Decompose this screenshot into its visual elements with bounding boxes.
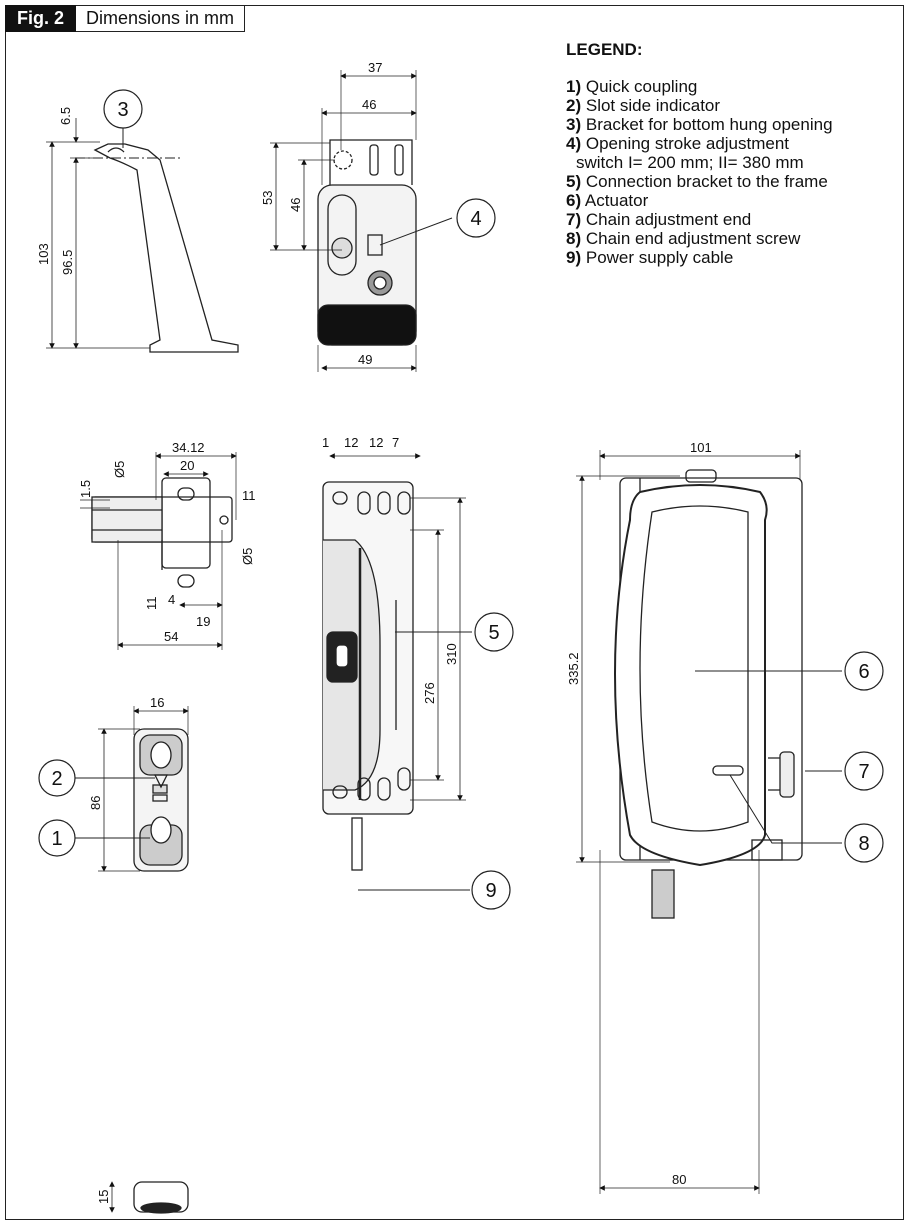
figure-header: Fig. 2 Dimensions in mm: [5, 5, 246, 32]
legend: LEGEND: 1) Quick coupling 2) Slot side i…: [566, 40, 896, 267]
dim-label: 11: [242, 488, 256, 503]
dim-label: 7: [392, 435, 399, 450]
dim-label: 20: [180, 458, 194, 473]
connection-bracket-view: [322, 453, 466, 871]
callout-5: 5: [474, 612, 514, 652]
legend-item: 6) Actuator: [566, 191, 649, 210]
legend-item: 8) Chain end adjustment screw: [566, 229, 801, 248]
dim-label: 12: [369, 435, 383, 450]
dim-label: 6.5: [58, 107, 73, 125]
figure-frame: [5, 5, 904, 1220]
callout-7: 7: [844, 751, 884, 791]
svg-text:8: 8: [858, 833, 869, 855]
dim-label: Ø5: [240, 548, 255, 565]
dim-label: 335.2: [566, 652, 581, 685]
legend-item: 9) Power supply cable: [566, 248, 734, 267]
dim-label: 1: [322, 435, 329, 450]
dim-label: 103: [36, 243, 51, 265]
svg-text:9: 9: [485, 880, 496, 902]
dim-label: 46: [288, 198, 303, 212]
svg-text:4: 4: [470, 208, 481, 230]
figure-title: Dimensions in mm: [76, 5, 246, 32]
actuator-front-view: [576, 450, 803, 1194]
bracket-side-view: [46, 118, 239, 353]
dim-label: 276: [422, 682, 437, 704]
dim-label: 101: [690, 440, 712, 455]
dim-label: 15: [96, 1190, 111, 1204]
legend-items: 1) Quick coupling 2) Slot side indicator…: [566, 77, 896, 267]
dim-label: 4: [168, 592, 175, 607]
dim-label: 11: [144, 597, 159, 611]
svg-text:7: 7: [858, 761, 869, 783]
legend-title: LEGEND:: [566, 40, 643, 59]
legend-item: 7) Chain adjustment end: [566, 210, 752, 229]
dim-label: Ø5: [112, 461, 127, 478]
dim-label: 46: [362, 97, 376, 112]
legend-item: 5) Connection bracket to the frame: [566, 172, 828, 191]
svg-text:6: 6: [858, 661, 869, 683]
callout-2: 2: [38, 759, 76, 797]
actuator-top-view: [270, 70, 417, 372]
dim-label: 16: [150, 695, 164, 710]
dim-label: 37: [368, 60, 382, 75]
callout-1: 1: [38, 819, 76, 857]
legend-item: 2) Slot side indicator: [566, 96, 721, 115]
callout-8: 8: [844, 823, 884, 863]
svg-text:5: 5: [488, 622, 499, 644]
callout-4: 4: [456, 198, 496, 238]
callout-3: 3: [103, 89, 143, 129]
figure-label: Fig. 2: [5, 5, 77, 32]
dim-label: 12: [344, 435, 358, 450]
dim-label: 54: [164, 629, 178, 644]
quick-coupling-view: [98, 706, 189, 1214]
dim-label: 49: [358, 352, 372, 367]
legend-item: 1) Quick coupling: [566, 77, 698, 96]
dim-label: 34.12: [172, 440, 205, 455]
dim-label: 1.5: [78, 480, 93, 498]
callout-6: 6: [844, 651, 884, 691]
dim-label: 310: [444, 643, 459, 665]
dim-label: 53: [260, 191, 275, 205]
svg-text:3: 3: [117, 99, 128, 121]
svg-text:1: 1: [51, 828, 62, 850]
legend-item: 3) Bracket for bottom hung opening: [566, 115, 833, 134]
dim-label: 19: [196, 614, 210, 629]
svg-text:2: 2: [51, 768, 62, 790]
dim-label: 80: [672, 1172, 686, 1187]
mounting-plate-view: [80, 452, 237, 650]
callout-9: 9: [471, 870, 511, 910]
dim-label: 96.5: [60, 250, 75, 275]
dim-label: 86: [88, 796, 103, 810]
